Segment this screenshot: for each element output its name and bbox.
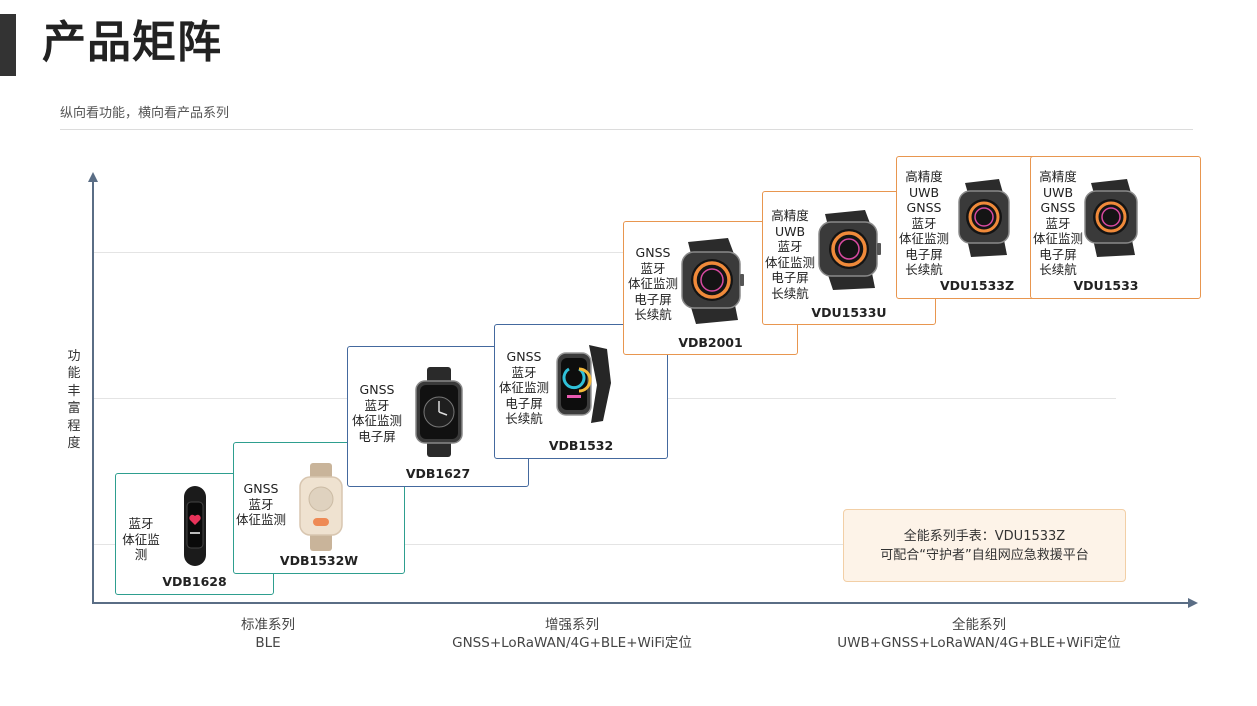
grid-line: [94, 252, 1114, 253]
series-label-enhanced: 增强系列 GNSS+LoRaWAN/4G+BLE+WiFi定位: [422, 616, 722, 652]
series-name: 全能系列: [952, 617, 1006, 633]
product-model: VDU1533: [1073, 278, 1139, 293]
y-axis-label: 功 能 丰 富 程 度: [67, 349, 81, 452]
product-features: 高精度 UWB GNSS 蓝牙 体征监测 电子屏 长续航: [898, 169, 949, 277]
note-line: 全能系列手表：VDU1533Z: [903, 529, 1066, 544]
watch-image: [556, 345, 611, 423]
page-title: 产品矩阵: [42, 17, 222, 68]
product-features: 高精度 UWB 蓝牙 体征监测 电子屏 长续航: [764, 208, 815, 301]
series-protocol: BLE: [255, 635, 281, 651]
watch-image: [415, 367, 463, 457]
series-name: 增强系列: [545, 617, 599, 633]
y-axis: [92, 180, 94, 604]
series-name: 标准系列: [241, 617, 295, 633]
series-label-standard: 标准系列 BLE: [188, 616, 348, 652]
product-model: VDU1533U: [811, 305, 887, 320]
title-accent-bar: [0, 14, 16, 76]
product-features: 蓝牙 体征监 测: [122, 516, 160, 562]
series-protocol: GNSS+LoRaWAN/4G+BLE+WiFi定位: [452, 635, 692, 651]
product-features: GNSS 蓝牙 体征监测 电子屏 长续航: [627, 245, 678, 322]
subtitle-divider: [60, 129, 1193, 130]
series-label-allround: 全能系列 UWB+GNSS+LoRaWAN/4G+BLE+WiFi定位: [814, 616, 1144, 652]
product-features: GNSS 蓝牙 体征监测 电子屏 长续航: [498, 349, 549, 426]
watch-image: [818, 210, 881, 290]
product-card-vdu1533z: 高精度 UWB GNSS 蓝牙 体征监测 电子屏 长续航 VDU1533Z: [896, 156, 1036, 299]
y-axis-arrow-icon: [88, 172, 98, 182]
product-model: VDU1533Z: [939, 278, 1015, 293]
product-card-vdu1533u: 高精度 UWB 蓝牙 体征监测 电子屏 长续航 VDU1533U: [762, 191, 936, 325]
watch-image: [681, 238, 744, 324]
product-features: GNSS 蓝牙 体征监测: [235, 481, 286, 527]
x-axis: [92, 602, 1190, 604]
smart-band-image: [184, 486, 206, 566]
product-model: VDB1532W: [279, 553, 359, 568]
grid-line: [94, 544, 1116, 545]
product-model: VDB1627: [405, 466, 471, 481]
page-subtitle: 纵向看功能，横向看产品系列: [60, 106, 230, 121]
product-card-vdu1533: 高精度 UWB GNSS 蓝牙 体征监测 电子屏 长续航 VDU1533: [1030, 156, 1201, 299]
product-model: VDB1532: [548, 438, 614, 453]
x-axis-arrow-icon: [1188, 598, 1198, 608]
product-card-vdb1532: GNSS 蓝牙 体征监测 电子屏 长续航 VDB1532: [494, 324, 668, 459]
product-model: VDB1628: [162, 574, 227, 589]
watch-image: [299, 463, 343, 551]
watch-image: [958, 179, 1010, 257]
product-features: 高精度 UWB GNSS 蓝牙 体征监测 电子屏 长续航: [1032, 169, 1083, 277]
info-note: 全能系列手表：VDU1533Z 可配合“守护者”自组网应急救援平台: [843, 509, 1126, 582]
product-model: VDB2001: [678, 335, 743, 350]
note-line: 可配合“守护者”自组网应急救援平台: [880, 548, 1089, 563]
watch-image: [1084, 179, 1138, 257]
product-features: GNSS 蓝牙 体征监测 电子屏: [351, 382, 402, 444]
series-protocol: UWB+GNSS+LoRaWAN/4G+BLE+WiFi定位: [837, 635, 1121, 651]
